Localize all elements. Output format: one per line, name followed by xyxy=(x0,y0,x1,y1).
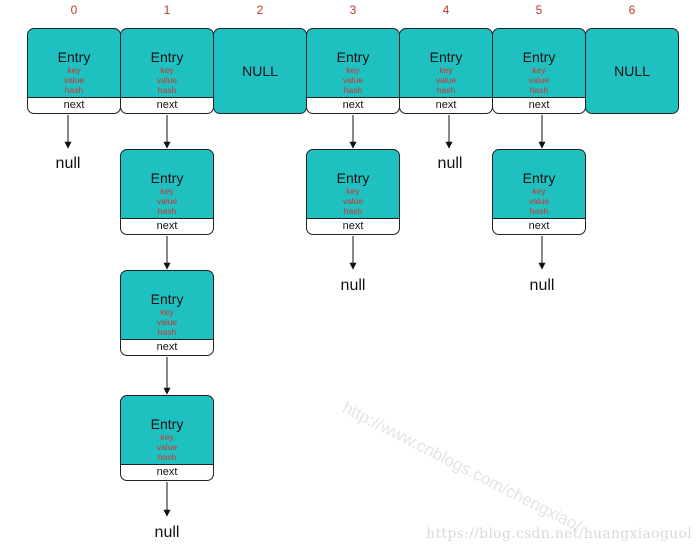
entry-field-key: key xyxy=(439,65,453,75)
entry-field-hash: hash xyxy=(529,206,549,216)
entry-field-value: value xyxy=(528,196,550,206)
entry-title: Entry xyxy=(429,49,463,65)
bucket-index-3: 3 xyxy=(349,3,357,17)
entry-field-key: key xyxy=(160,307,174,317)
entry-field-value: value xyxy=(156,75,178,85)
null-terminator-1: null xyxy=(154,524,180,541)
entry-title: Entry xyxy=(150,170,184,186)
entry-title: Entry xyxy=(150,291,184,307)
bucket-index-0: 0 xyxy=(70,3,78,17)
entry-fields: key value hash xyxy=(121,307,213,337)
bucket-index-6: 6 xyxy=(628,3,636,17)
entry-title: Entry xyxy=(336,49,370,65)
entry-next: next xyxy=(307,97,399,113)
entry-fields: key value hash xyxy=(400,65,492,95)
entry-field-key: key xyxy=(346,65,360,75)
entry-field-key: key xyxy=(160,432,174,442)
bucket-index-4: 4 xyxy=(442,3,450,17)
entry-field-value: value xyxy=(435,75,457,85)
entry-field-key: key xyxy=(160,65,174,75)
entry-field-value: value xyxy=(156,196,178,206)
entry-field-hash: hash xyxy=(64,85,84,95)
entry-next: next xyxy=(493,97,585,113)
entry-field-key: key xyxy=(532,186,546,196)
entry-next: next xyxy=(121,97,213,113)
entry-title: Entry xyxy=(336,170,370,186)
chain-3-entry-2: Entry key value hash next xyxy=(306,149,400,235)
entry-fields: key value hash xyxy=(121,186,213,216)
bucket-2-null: NULL xyxy=(213,28,307,114)
null-terminator-0: null xyxy=(55,155,81,172)
bucket-4-entry: Entry key value hash next xyxy=(399,28,493,114)
entry-fields: key value hash xyxy=(493,186,585,216)
entry-field-hash: hash xyxy=(157,85,177,95)
entry-next: next xyxy=(400,97,492,113)
entry-field-value: value xyxy=(156,442,178,452)
bucket-index-1: 1 xyxy=(163,3,171,17)
entry-fields: key value hash xyxy=(493,65,585,95)
bucket-0-entry: Entry key value hash next xyxy=(27,28,121,114)
bucket-3-entry: Entry key value hash next xyxy=(306,28,400,114)
entry-field-value: value xyxy=(63,75,85,85)
null-terminator-5: null xyxy=(529,277,555,294)
chain-1-entry-2: Entry key value hash next xyxy=(120,149,214,235)
entry-field-hash: hash xyxy=(529,85,549,95)
entry-field-hash: hash xyxy=(157,206,177,216)
entry-field-key: key xyxy=(67,65,81,75)
entry-field-value: value xyxy=(156,317,178,327)
bucket-1-entry: Entry key value hash next xyxy=(120,28,214,114)
bucket-6-null: NULL xyxy=(585,28,679,114)
chain-5-entry-2: Entry key value hash next xyxy=(492,149,586,235)
entry-field-hash: hash xyxy=(436,85,456,95)
entry-next: next xyxy=(121,464,213,480)
entry-next: next xyxy=(121,339,213,355)
entry-title: Entry xyxy=(57,49,91,65)
entry-title: Entry xyxy=(150,416,184,432)
entry-title: Entry xyxy=(150,49,184,65)
entry-fields: key value hash xyxy=(28,65,120,95)
entry-field-value: value xyxy=(342,75,364,85)
entry-field-key: key xyxy=(160,186,174,196)
entry-fields: key value hash xyxy=(307,65,399,95)
entry-field-hash: hash xyxy=(343,85,363,95)
bucket-index-5: 5 xyxy=(535,3,543,17)
entry-fields: key value hash xyxy=(121,65,213,95)
entry-field-hash: hash xyxy=(157,327,177,337)
entry-field-key: key xyxy=(346,186,360,196)
entry-field-hash: hash xyxy=(343,206,363,216)
entry-title: Entry xyxy=(522,170,556,186)
entry-next: next xyxy=(493,218,585,234)
entry-field-hash: hash xyxy=(157,452,177,462)
entry-field-value: value xyxy=(342,196,364,206)
watermark-csdn: https://blog.csdn.net/huangxiaoguol xyxy=(426,526,692,542)
chain-1-entry-4: Entry key value hash next xyxy=(120,395,214,481)
entry-next: next xyxy=(28,97,120,113)
entry-fields: key value hash xyxy=(307,186,399,216)
bucket-index-2: 2 xyxy=(256,3,264,17)
entry-next: next xyxy=(121,218,213,234)
null-terminator-3: null xyxy=(340,277,366,294)
entry-next: next xyxy=(307,218,399,234)
bucket-5-entry: Entry key value hash next xyxy=(492,28,586,114)
chain-1-entry-3: Entry key value hash next xyxy=(120,270,214,356)
null-terminator-4: null xyxy=(437,155,463,172)
entry-title: Entry xyxy=(522,49,556,65)
entry-field-value: value xyxy=(528,75,550,85)
entry-field-key: key xyxy=(532,65,546,75)
entry-fields: key value hash xyxy=(121,432,213,462)
